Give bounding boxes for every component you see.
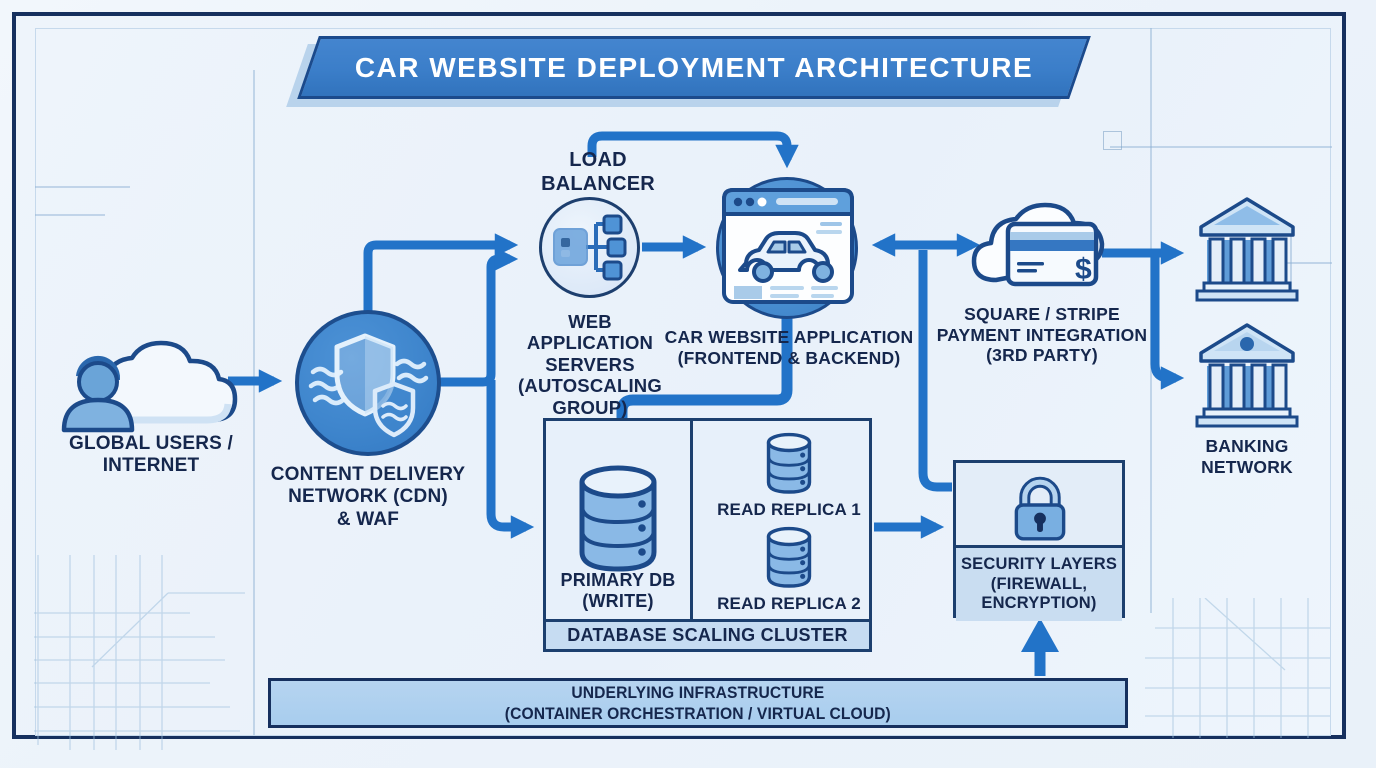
cdn-label: CONTENT DELIVERY NETWORK (CDN) & WAF <box>270 464 466 530</box>
load-balancer-icon <box>553 214 627 281</box>
primary-db-label: PRIMARY DB (WRITE) <box>560 570 676 612</box>
cdn-node <box>295 310 441 456</box>
payment-cloud-icon: $ <box>971 202 1105 287</box>
read-replica-1-label: READ REPLICA 1 <box>717 500 861 519</box>
users-label: GLOBAL USERS / INTERNET <box>69 433 233 477</box>
person-cloud-icon <box>61 340 238 433</box>
app-label: CAR WEBSITE APPLICATION (FRONTEND & BACK… <box>664 327 914 368</box>
bank-icon <box>1195 197 1299 302</box>
lock-icon <box>1014 476 1066 541</box>
shield-waf-icon <box>308 333 429 438</box>
infrastructure-bar: UNDERLYING INFRASTRUCTURE (CONTAINER ORC… <box>268 678 1128 728</box>
cluster-footer-label: DATABASE SCALING CLUSTER <box>546 619 869 649</box>
page-title: CAR WEBSITE DEPLOYMENT ARCHITECTURE <box>354 51 1034 83</box>
security-label-section: SECURITY LAYERS (FIREWALL, ENCRYPTION) <box>956 545 1122 621</box>
database-icon <box>766 526 812 588</box>
browser-car-icon <box>722 188 854 304</box>
database-icon <box>579 465 657 572</box>
security-label: SECURITY LAYERS (FIREWALL, ENCRYPTION) <box>960 554 1118 613</box>
read-replica-2-label: READ REPLICA 2 <box>717 594 861 613</box>
bank-icon <box>1195 323 1299 428</box>
svg-text:$: $ <box>1075 253 1092 286</box>
payment-label: SQUARE / STRIPE PAYMENT INTEGRATION (3RD… <box>936 304 1148 366</box>
load-balancer-title: LOAD BALANCER <box>541 149 655 195</box>
infrastructure-label: UNDERLYING INFRASTRUCTURE (CONTAINER ORC… <box>504 682 892 723</box>
load-balancer-node <box>539 197 640 298</box>
cluster-divider <box>690 421 693 623</box>
security-box: SECURITY LAYERS (FIREWALL, ENCRYPTION) <box>953 460 1125 621</box>
banking-label: BANKING NETWORK <box>1201 436 1293 477</box>
title-banner: CAR WEBSITE DEPLOYMENT ARCHITECTURE <box>286 36 1091 107</box>
web-servers-label: WEB APPLICATION SERVERS (AUTOSCALING GRO… <box>518 311 662 418</box>
database-icon <box>766 432 812 494</box>
